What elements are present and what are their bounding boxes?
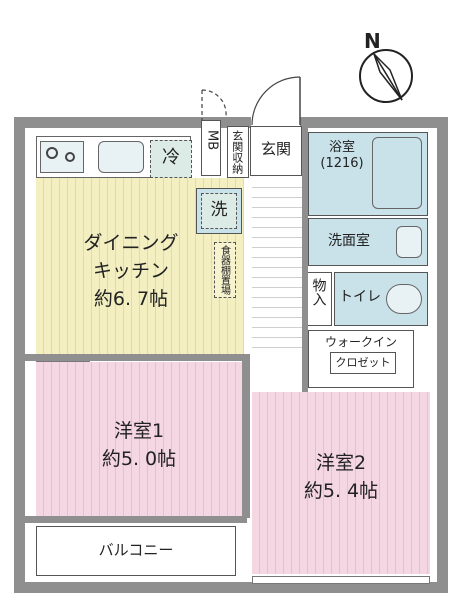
wall-right [437,117,448,593]
washer-pan [201,193,237,229]
western-room-1-name: 洋室1 [113,420,165,442]
bath-spec: (1216) [320,156,364,171]
fridge-space [150,140,192,178]
walk-in-closet-tag [330,352,396,374]
dining-kitchen-size: 約6. 7帖 [93,288,169,310]
partition-hall-right [302,128,308,392]
cupboard-space [214,242,236,298]
cupboard-label: 食器棚置場 [218,245,230,295]
fridge-label: 冷 [162,147,180,168]
partition-western1-balcony [25,516,247,523]
western-room-2-window-bottom [252,576,430,584]
bathtub-icon [372,137,422,209]
walk-in-closet-line2: クロゼット [335,356,391,369]
storage-label: 物入 [310,278,327,306]
western-room-1-size: 約5. 0帖 [101,448,177,470]
western-room-2 [252,392,430,574]
mb-door-icon [201,89,227,124]
washbasin-icon [396,226,422,258]
walk-in-closet [308,330,414,388]
toilet-bowl-icon [386,284,422,314]
western-room-2-size: 約5. 4帖 [303,480,379,502]
entrance-floor [250,126,302,176]
western-room-2-name: 洋室2 [315,452,367,474]
entrance-storage-box [227,126,249,178]
wall-bottom [14,582,448,593]
balcony-label: バルコニー [98,541,174,559]
balcony [36,526,236,576]
compass-north-label: N [364,29,381,53]
mb-box [201,120,221,176]
wall-left [14,117,25,593]
dining-kitchen-line1: ダイニング [83,232,179,254]
washer-label: 洗 [210,200,228,220]
wall-top-left [14,117,251,128]
bath-label: 浴室 [328,140,355,155]
stove-icon [40,141,84,173]
entrance-label: 玄関 [260,140,291,158]
toilet-label: トイレ [339,289,381,305]
dining-kitchen-line2: キッチン [92,260,169,282]
hallway [252,178,302,350]
sink-icon [98,141,144,173]
western-room-1 [36,362,242,516]
entrance-door-icon [251,76,301,126]
compass-icon: N [359,29,413,103]
wall-top-right [300,117,448,128]
partition-kitchen-western1 [25,354,247,361]
partition-center [242,354,250,518]
washroom-label: 洗面室 [328,233,370,249]
mb-label: MB [204,130,220,151]
walk-in-closet-line1: ウォークイン [324,335,397,349]
entrance-storage-label: 玄関収納 [230,130,244,174]
